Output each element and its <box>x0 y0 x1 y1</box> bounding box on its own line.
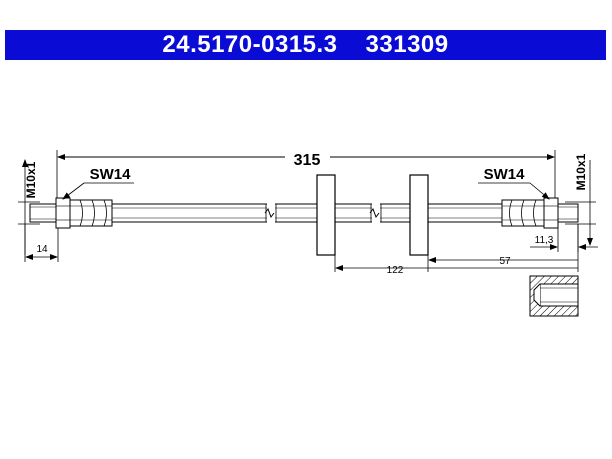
hose-body <box>111 202 503 224</box>
left-wrench-label: SW14 <box>90 166 132 183</box>
bracket-distance-label: 122 <box>387 265 404 276</box>
title-banner: 24.5170-0315.3 331309 <box>5 30 606 60</box>
left-thread-dimension: M10x1 <box>18 159 40 255</box>
bracket-right <box>409 174 429 256</box>
port-section-detail <box>529 275 579 317</box>
overall-length-label: 315 <box>294 152 321 169</box>
bracket-dimensions: 122 57 <box>334 224 579 276</box>
right-wrench-label: SW14 <box>484 166 526 183</box>
left-wrench-callout: SW14 <box>62 166 134 200</box>
right-thread-label: M10x1 <box>574 153 588 190</box>
right-stub-label: 11,3 <box>535 235 554 246</box>
left-thread-label: M10x1 <box>24 161 38 198</box>
part-number: 24.5170-0315.3 <box>162 31 338 58</box>
reference-number: 331309 <box>365 31 449 58</box>
left-fitting <box>29 197 113 229</box>
bracket-offset-label: 57 <box>499 256 511 267</box>
right-stub-dimension: 11,3 <box>530 224 598 252</box>
right-thread-dimension: M10x1 <box>565 153 596 246</box>
overall-length-dimension: 315 <box>56 150 556 200</box>
left-stub-label: 14 <box>36 244 48 255</box>
bracket-left <box>316 174 336 256</box>
right-wrench-callout: SW14 <box>478 166 550 200</box>
right-fitting <box>501 197 579 229</box>
left-stub-dimension: 14 <box>24 224 59 262</box>
